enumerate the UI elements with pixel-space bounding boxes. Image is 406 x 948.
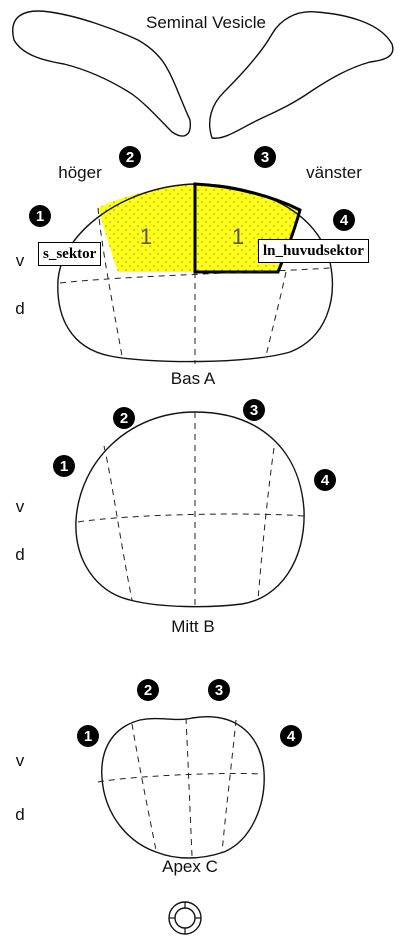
mid-badge-3[interactable]: 3 (243, 399, 265, 421)
base-badge-4-text: 4 (340, 212, 349, 229)
right-label: höger (58, 163, 102, 182)
apex-hline (97, 772, 263, 783)
mid-ventral-label: v (16, 497, 25, 516)
apex-badge-2-text: 2 (144, 682, 152, 699)
apex-badge-1[interactable]: 1 (77, 725, 99, 747)
apex-badge-4-text: 4 (287, 728, 296, 745)
mid-badge-1-text: 1 (60, 458, 68, 475)
mid-outline (75, 411, 305, 608)
base-badge-1[interactable]: 1 (29, 205, 51, 227)
mid-vline-3 (257, 447, 275, 601)
mid-hline (77, 513, 305, 523)
base-vline-1 (97, 207, 123, 357)
base-badge-1-text: 1 (36, 208, 44, 225)
apex-vline-1 (131, 723, 157, 851)
mid-badge-3-text: 3 (250, 402, 258, 419)
mid-badge-4[interactable]: 4 (314, 469, 336, 491)
base-badge-3[interactable]: 3 (254, 146, 276, 168)
apex-section: v d Apex C 1 2 3 4 (15, 679, 302, 876)
base-badge-2-text: 2 (126, 149, 134, 166)
seminal-vesicle-right (12, 10, 191, 137)
apex-badge-3-text: 3 (215, 682, 223, 699)
mid-title: Mitt B (171, 617, 214, 636)
apex-vline-3 (221, 719, 237, 853)
seminal-vesicle-label: Seminal Vesicle (146, 13, 266, 32)
apex-badge-2[interactable]: 2 (137, 679, 159, 701)
seminal-vesicle-left (208, 11, 394, 139)
base-vline-3 (265, 271, 287, 357)
apex-badge-3[interactable]: 3 (208, 679, 230, 701)
seminal-vesicle-group: Seminal Vesicle (12, 10, 394, 139)
mid-badge-2-text: 2 (120, 410, 128, 427)
ln-huvudsektor-annotation: ln_huvudsektor (258, 239, 369, 263)
mid-vline-1 (103, 445, 133, 601)
apex-outline (101, 716, 265, 859)
mid-badge-1[interactable]: 1 (53, 455, 75, 477)
ring-orientation-icon (168, 901, 202, 935)
left-label: vänster (306, 163, 362, 182)
apex-dorsal-label: d (15, 805, 24, 824)
mid-badge-4-text: 4 (321, 472, 330, 489)
apex-badge-1-text: 1 (84, 728, 92, 745)
s-sektor-annotation: s_sektor (38, 242, 102, 266)
base-title: Bas A (171, 369, 216, 388)
base-ventral-label: v (16, 251, 25, 270)
base-badge-2[interactable]: 2 (119, 146, 141, 168)
base-badge-4[interactable]: 4 (333, 209, 355, 231)
sector-base-3-value: 1 (232, 224, 244, 249)
apex-ventral-label: v (16, 751, 25, 770)
base-section: 1 1 höger vänster v d Bas A 1 2 3 4 (15, 146, 362, 388)
apex-title: Apex C (162, 857, 218, 876)
base-dorsal-label: d (15, 299, 24, 318)
apex-badge-4[interactable]: 4 (280, 725, 302, 747)
mid-badge-2[interactable]: 2 (113, 407, 135, 429)
base-selected-border (193, 182, 302, 274)
base-badge-3-text: 3 (261, 149, 269, 166)
sector-base-2-value: 1 (140, 224, 152, 249)
mid-dorsal-label: d (15, 545, 24, 564)
sector-base-2-highlight (98, 184, 195, 272)
mid-section: v d Mitt B 1 2 3 4 (15, 399, 336, 636)
apex-vline-2 (185, 717, 193, 857)
